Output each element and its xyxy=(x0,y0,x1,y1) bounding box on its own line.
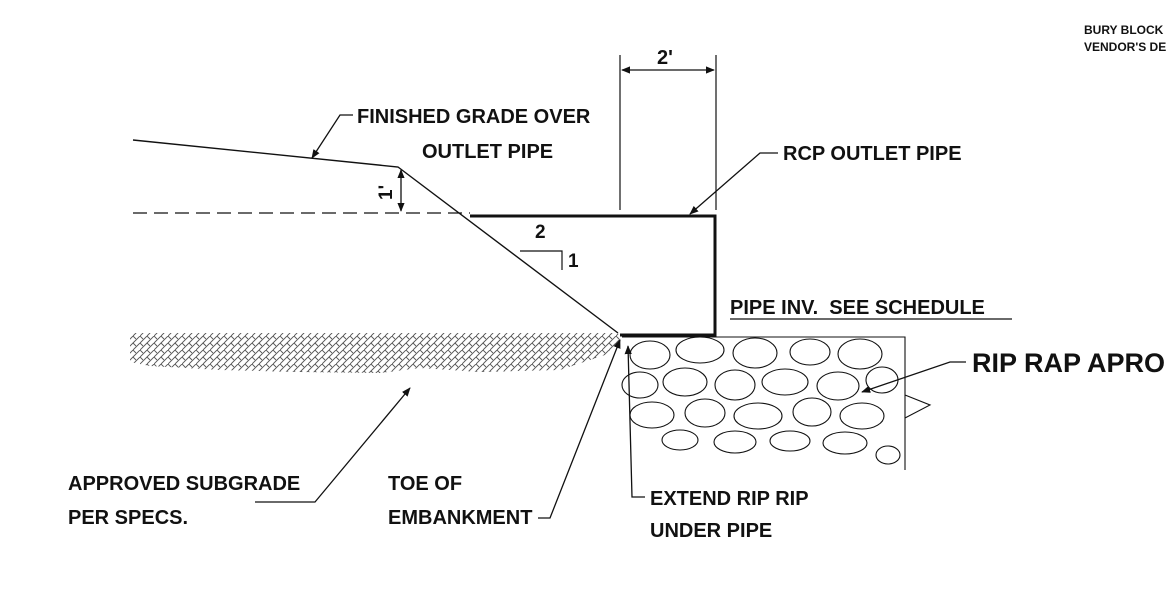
extend-label-line-2: UNDER PIPE xyxy=(650,520,772,542)
pipe-inv-label: PIPE INV. SEE SCHEDULE xyxy=(730,297,985,319)
toe-label-line-2: EMBANKMENT xyxy=(388,507,532,529)
finished-grade-leader xyxy=(311,114,353,159)
height-dimension-label: 1' xyxy=(376,185,397,200)
rcp-outlet-leader xyxy=(689,152,778,215)
finished-grade-line xyxy=(132,139,619,334)
subgrade-label-line-1: APPROVED SUBGRADE xyxy=(68,473,300,495)
toe-leader xyxy=(538,339,621,519)
subgrade-leader xyxy=(255,387,411,503)
finished-grade-label-line-1: FINISHED GRADE OVER xyxy=(357,106,591,128)
rip-rap-label: RIP RAP APRO xyxy=(972,348,1165,378)
finished-grade-label-line-2: OUTLET PIPE xyxy=(422,141,553,163)
rip-rap-stones xyxy=(621,336,932,470)
corner-note-line-1: BURY BLOCK xyxy=(1084,23,1164,37)
width-dimension-label: 2' xyxy=(657,47,673,69)
subgrade-hatch xyxy=(130,333,620,373)
pipe-top-line xyxy=(470,214,717,337)
slope-run-label: 2 xyxy=(535,222,546,243)
rcp-outlet-label: RCP OUTLET PIPE xyxy=(783,143,962,165)
subgrade-label-line-2: PER SPECS. xyxy=(68,507,188,529)
extend-label-line-1: EXTEND RIP RIP xyxy=(650,488,809,510)
slope-rise-label: 1 xyxy=(568,251,579,272)
toe-label-line-1: TOE OF xyxy=(388,473,462,495)
rip-rap-leader xyxy=(861,361,966,393)
corner-note-line-2: VENDOR'S DE xyxy=(1084,40,1166,54)
extend-leader xyxy=(624,345,645,498)
